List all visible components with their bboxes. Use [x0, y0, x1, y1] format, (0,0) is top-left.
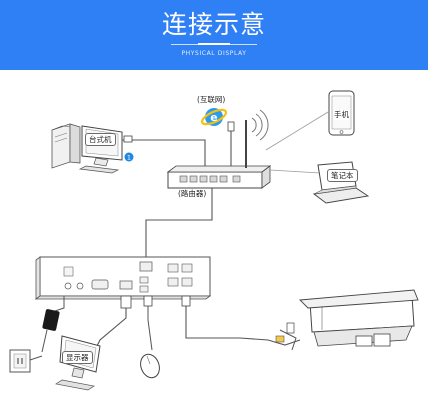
internet-explorer-icon: e: [200, 108, 228, 126]
number-badge: [124, 152, 134, 162]
monitor-label: 显示器: [62, 351, 93, 364]
router-label: (路由器): [178, 189, 207, 198]
rj45-plug-icon: [123, 135, 133, 143]
nvr-device-icon: [34, 256, 212, 300]
header-banner: 连接示意 PHYSICAL DISPLAY: [0, 0, 428, 70]
desktop-label: 台式机: [85, 133, 116, 146]
router-icon: [166, 120, 272, 189]
wifi-signal-icon: [251, 109, 269, 141]
rj45-plug-icon: [181, 295, 191, 307]
page-subtitle: PHYSICAL DISPLAY: [181, 50, 247, 57]
phone-link-line: [265, 111, 329, 151]
rj45-plug-icon: [227, 121, 235, 132]
number-badge-text: 1: [127, 154, 131, 162]
rj45-socket-icon: [286, 322, 295, 334]
hdmi-plug-icon: [120, 295, 132, 309]
laptop-label: 笔记本: [327, 169, 358, 182]
mouse-icon: [140, 353, 160, 379]
ip-camera-icon: [298, 289, 419, 347]
desktop-cable: [122, 139, 206, 170]
usb-plug-icon: [143, 295, 153, 307]
camera-pigtail: [279, 329, 297, 351]
title-divider-accent: [198, 43, 230, 45]
camera-cable: [185, 296, 301, 346]
phone-label: 手机: [334, 110, 349, 120]
laptop-link-line: [269, 169, 321, 174]
connector-icon: [275, 335, 285, 343]
router-nvr-cable: [145, 188, 213, 262]
internet-label: (互联网): [197, 95, 226, 104]
svg-text:e: e: [210, 111, 217, 124]
desktop-tower-icon: [51, 123, 81, 169]
power-adapter-icon: [41, 296, 65, 353]
power-socket-icon: [9, 349, 43, 373]
page-title: 连接示意: [161, 10, 266, 39]
